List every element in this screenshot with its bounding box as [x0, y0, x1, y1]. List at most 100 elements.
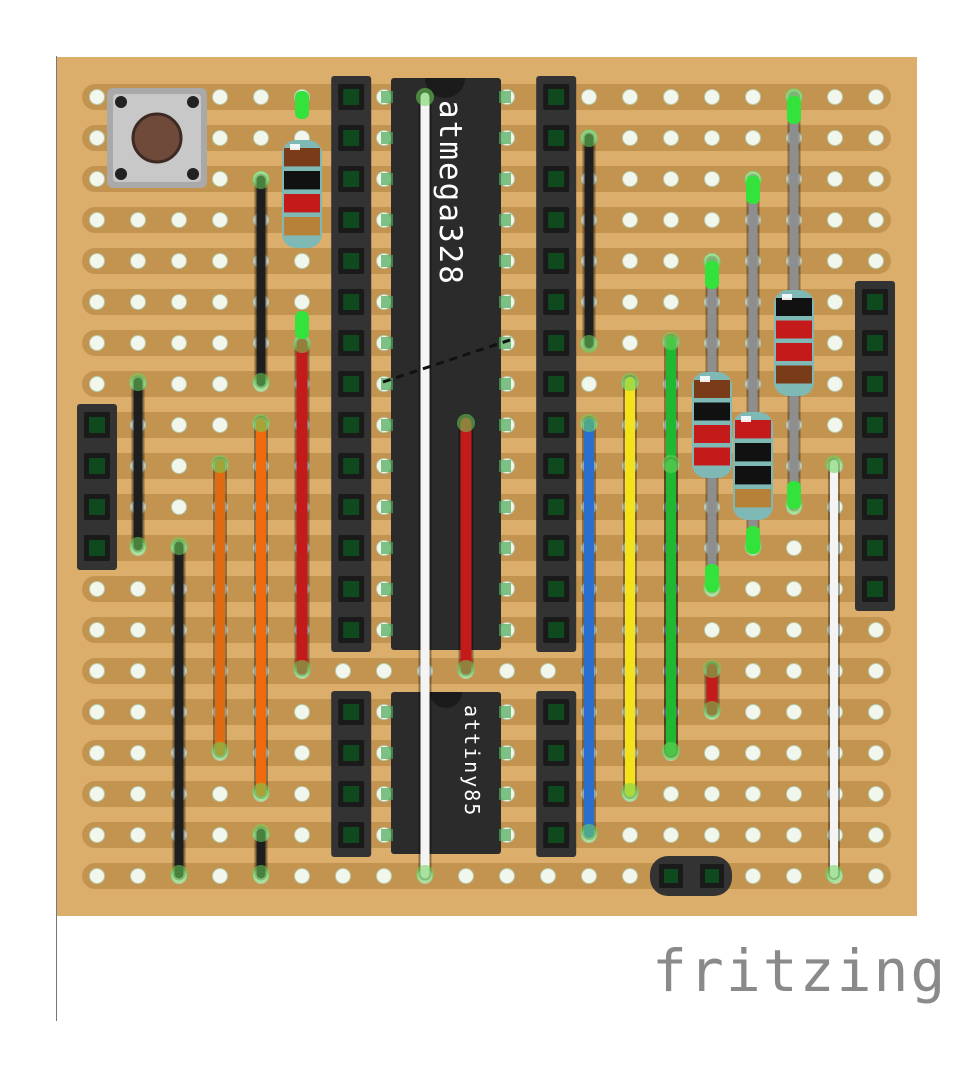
wire-end [703, 660, 721, 678]
wire-black-left [129, 373, 147, 555]
hole [212, 827, 228, 843]
hole [745, 622, 761, 638]
hole [212, 376, 228, 392]
hole [499, 663, 515, 679]
hole [294, 253, 310, 269]
wire-end [170, 537, 188, 555]
hole [786, 540, 802, 556]
chip-pin [381, 624, 393, 636]
resistor-glint [700, 376, 710, 382]
lead-tip [705, 261, 719, 289]
hole [704, 212, 720, 228]
hole [89, 745, 105, 761]
header-pin-pad [343, 745, 360, 761]
hole [171, 376, 187, 392]
header-pin-pad [548, 540, 565, 556]
lead-tip [787, 96, 801, 124]
resistor-band [776, 320, 812, 339]
hole [745, 663, 761, 679]
hole [130, 704, 146, 720]
chip-pin [381, 132, 393, 144]
wire-black-top-left [252, 171, 270, 391]
header-pin-pad [664, 869, 678, 883]
lead-tip [787, 481, 801, 509]
hole [745, 89, 761, 105]
hole [294, 868, 310, 884]
hole [335, 663, 351, 679]
hole [868, 171, 884, 187]
pushbutton-leg [187, 168, 199, 180]
wire-end [703, 701, 721, 719]
hole [294, 704, 310, 720]
wire-end [416, 88, 434, 106]
wire-end [252, 783, 270, 801]
copper-strip [82, 863, 891, 889]
resistor-band [776, 343, 812, 361]
chip-pin [499, 583, 511, 595]
chip-pin [499, 214, 511, 226]
hole [294, 745, 310, 761]
header-pin-pad [343, 376, 360, 392]
header-pin-pad [548, 171, 565, 187]
hole [89, 171, 105, 187]
hole [663, 212, 679, 228]
hole [827, 417, 843, 433]
hole [868, 130, 884, 146]
header-pin-pad [89, 458, 105, 474]
hole [540, 868, 556, 884]
hole [745, 581, 761, 597]
attiny85-chip [391, 692, 501, 854]
hole [622, 827, 638, 843]
header-pin-pad [548, 253, 565, 269]
resistor [774, 290, 814, 396]
chip-pin [499, 91, 511, 103]
hole [212, 786, 228, 802]
header-pin-pad [548, 499, 565, 515]
resistor-band [735, 420, 771, 439]
wire-end [457, 414, 475, 432]
chip-pin [381, 255, 393, 267]
header-pin-pad [548, 786, 565, 802]
wire-white-main [416, 88, 434, 883]
chip-pin [499, 460, 511, 472]
atmega-socket-right [536, 76, 577, 652]
hole [89, 622, 105, 638]
chip-pin [381, 788, 393, 800]
hole [89, 704, 105, 720]
wire-red-chip [457, 414, 475, 678]
header-pin-pad [343, 294, 360, 310]
hole [745, 745, 761, 761]
hole [212, 253, 228, 269]
hole [622, 130, 638, 146]
header-pin-pad [343, 704, 360, 720]
hole [89, 868, 105, 884]
pushbutton-cap [131, 112, 183, 164]
hole [171, 417, 187, 433]
header-pin-pad [867, 376, 883, 392]
header-pin-pad [343, 171, 360, 187]
wire-red-left [293, 335, 311, 678]
chip-pin [499, 542, 511, 554]
hole [253, 89, 269, 105]
atmega328-label: atmega328 [432, 100, 468, 286]
chip-pin [499, 132, 511, 144]
chip-pin [499, 296, 511, 308]
resistor-glint [782, 294, 792, 300]
hole [704, 745, 720, 761]
hole [130, 786, 146, 802]
hole [622, 335, 638, 351]
wire-end [621, 783, 639, 801]
wire-orange-2 [252, 414, 270, 801]
chip-pin [499, 419, 511, 431]
hole [827, 253, 843, 269]
hole [212, 171, 228, 187]
header-pin-pad [867, 540, 883, 556]
header-pin-pad [548, 417, 565, 433]
hole [130, 663, 146, 679]
header-pin-pad [867, 335, 883, 351]
hole [581, 868, 597, 884]
hole [622, 212, 638, 228]
hole [89, 376, 105, 392]
hole [89, 581, 105, 597]
